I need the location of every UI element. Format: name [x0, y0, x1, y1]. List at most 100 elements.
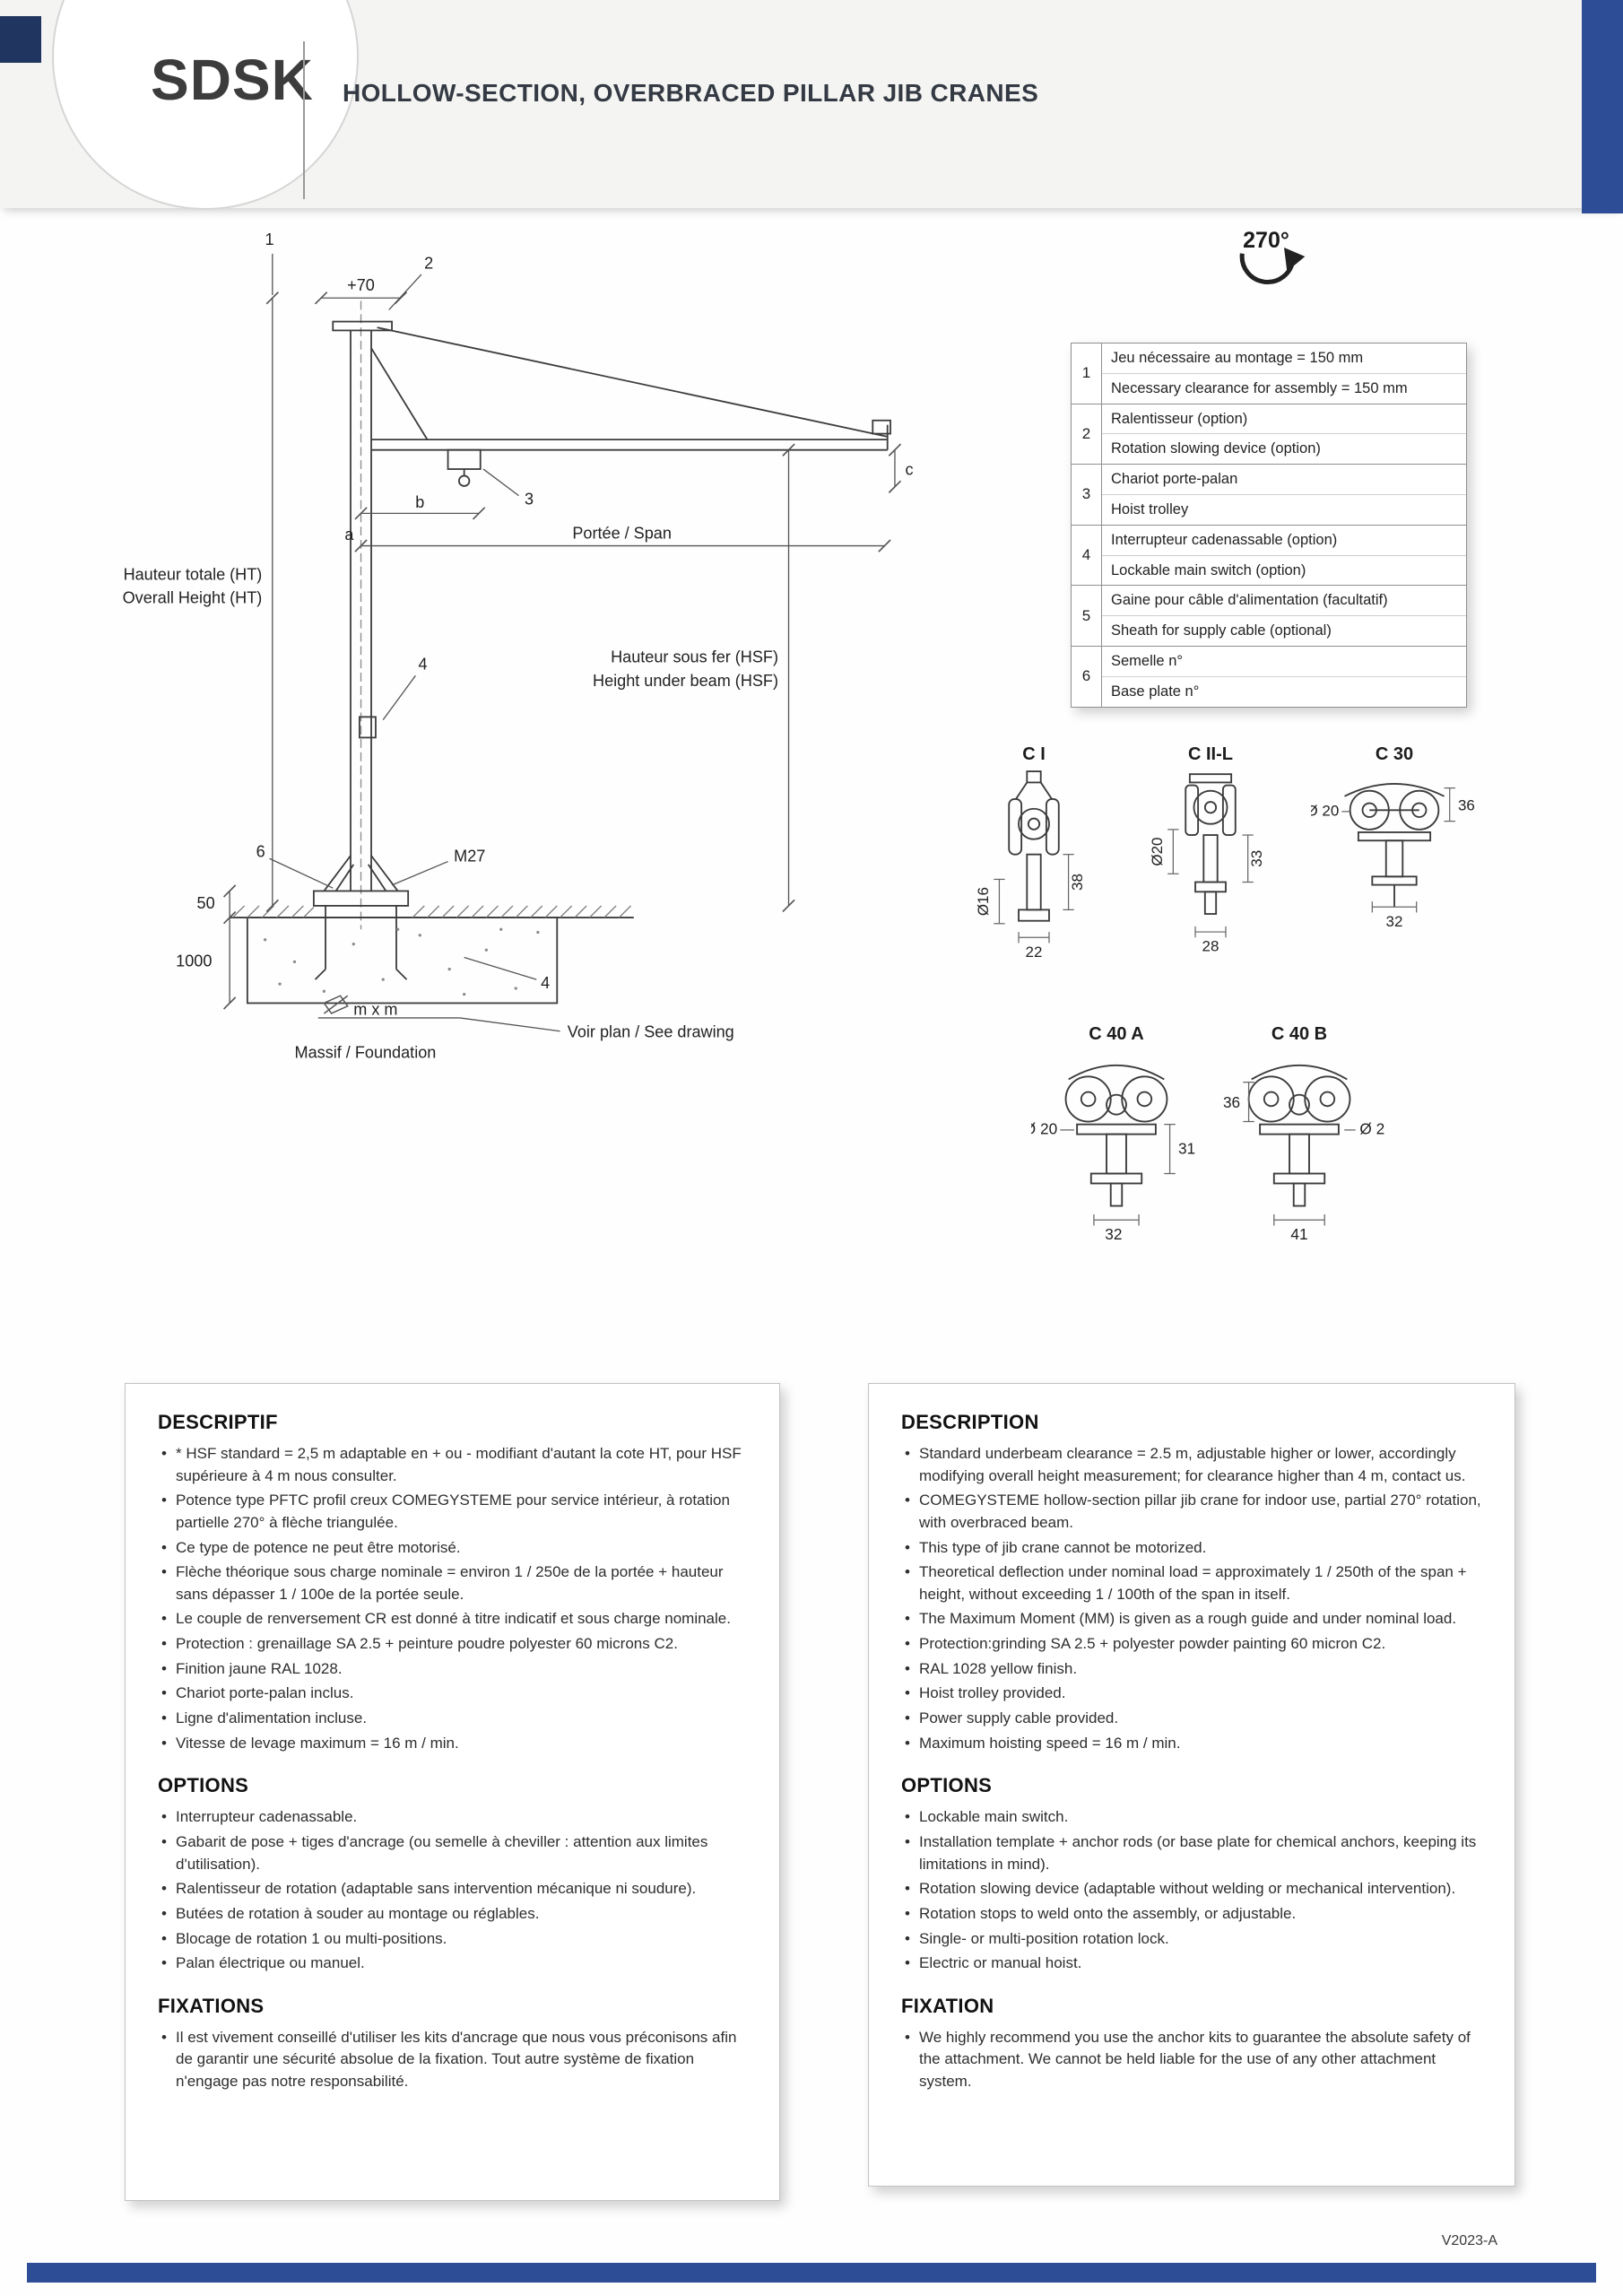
dim-c: c — [905, 461, 913, 479]
list-item: Gabarit de pose + tiges d'ancrage (ou se… — [158, 1831, 747, 1875]
callout-3: 3 — [525, 491, 534, 509]
list-item: Rotation stops to weld onto the assembly… — [901, 1903, 1482, 1926]
options-heading-fr: OPTIONS — [158, 1774, 249, 1797]
legend-text-fr: Ralentisseur (option) — [1102, 404, 1466, 435]
list-item: * HSF standard = 2,5 m adaptable en + ou… — [158, 1443, 747, 1487]
dim-label: 28 — [1202, 938, 1219, 955]
label-span: Portée / Span — [572, 524, 672, 542]
section-c40a-drawing: Ø 20 31 32 — [1031, 1064, 1195, 1243]
list-item: This type of jib crane cannot be motoriz… — [901, 1537, 1482, 1560]
description-list: Standard underbeam clearance = 2.5 m, ad… — [901, 1443, 1482, 1754]
section-title: C I — [1022, 744, 1046, 764]
list-item: Ce type de potence ne peut être motorisé… — [158, 1537, 747, 1560]
list-item: Butées de rotation à souder au montage o… — [158, 1903, 747, 1926]
fixations-heading-fr: FIXATIONS — [158, 1994, 265, 2017]
dim-label: 33 — [1248, 850, 1265, 867]
list-item: Single- or multi-position rotation lock. — [901, 1928, 1482, 1951]
brand-title: SDSK — [151, 48, 314, 112]
list-item: Le couple de renversement CR est donné à… — [158, 1608, 747, 1631]
crane-structure — [230, 320, 891, 1004]
legend-text-en: Rotation slowing device (option) — [1111, 440, 1321, 457]
descriptif-heading: DESCRIPTIF — [158, 1411, 278, 1433]
dim-a: a — [344, 526, 354, 544]
dim-label: 32 — [1386, 913, 1403, 930]
dim-label: Ø16 — [975, 887, 992, 916]
list-item: Potence type PFTC profil creux COMEGYSTE… — [158, 1490, 747, 1534]
label-m27: M27 — [454, 848, 485, 865]
legend-text-fr: Jeu nécessaire au montage = 150 mm — [1102, 344, 1466, 374]
legend-number: 1 — [1072, 344, 1102, 404]
descriptif-list: * HSF standard = 2,5 m adaptable en + ou… — [158, 1443, 747, 1754]
list-item: Finition jaune RAL 1028. — [158, 1658, 747, 1681]
legend-text-fr: Gaine pour câble d'alimentation (faculta… — [1102, 586, 1466, 617]
list-item: Theoretical deflection under nominal loa… — [901, 1561, 1482, 1605]
right-accent-bar — [1582, 0, 1623, 213]
legend-text-en: Hoist trolley — [1111, 500, 1189, 517]
options-list-en: Lockable main switch. Installation templ… — [901, 1806, 1482, 1974]
label-ht-fr: Hauteur totale (HT) — [124, 565, 263, 583]
legend-row: 2 Ralentisseur (option) Rotation slowing … — [1072, 404, 1466, 465]
legend-number: 2 — [1072, 404, 1102, 465]
label-see-drawing: Voir plan / See drawing — [568, 1022, 734, 1040]
section-cii-l: C II-L Ø20 33 28 — [1134, 744, 1287, 962]
label-foundation: Massif / Foundation — [295, 1043, 437, 1061]
legend-text-fr: Chariot porte-palan — [1102, 465, 1466, 495]
fixations-list-fr: Il est vivement conseillé d'utiliser les… — [158, 2027, 747, 2093]
list-item: Blocage de rotation 1 ou multi-positions… — [158, 1928, 747, 1951]
list-item: Electric or manual hoist. — [901, 1952, 1482, 1975]
section-ci-drawing: Ø16 38 22 — [975, 770, 1086, 961]
label-ht-en: Overall Height (HT) — [123, 589, 263, 607]
callout-6: 6 — [256, 843, 265, 861]
list-item: Lockable main switch. — [901, 1806, 1482, 1829]
dimension-ticks — [222, 291, 902, 1010]
list-item: Chariot porte-palan inclus. — [158, 1683, 747, 1705]
list-item: Vitesse de levage maximum = 16 m / min. — [158, 1733, 747, 1755]
legend-number: 5 — [1072, 586, 1102, 646]
bottom-accent-bar — [27, 2263, 1596, 2283]
dim-label: Ø 20 — [1311, 802, 1339, 819]
options-list-fr: Interrupteur cadenassable. Gabarit de po… — [158, 1806, 747, 1974]
rotation-270-icon: 270° — [1239, 228, 1306, 285]
list-item: Il est vivement conseillé d'utiliser les… — [158, 2027, 747, 2093]
label-hsf-en: Height under beam (HSF) — [593, 672, 778, 690]
list-item: Hoist trolley provided. — [901, 1683, 1482, 1705]
drawing-labels: 1 2 +70 3 4 6 M27 4 a b c Portée / Span … — [123, 230, 914, 1061]
legend-row: 6 Semelle n°Base plate n° — [1072, 646, 1466, 707]
section-cii-l-drawing: Ø20 33 28 — [1149, 773, 1265, 955]
section-ci: C I Ø16 38 22 — [958, 744, 1110, 962]
dim-label: Ø 25 — [1359, 1120, 1384, 1138]
dim-label: Ø20 — [1149, 838, 1166, 866]
list-item: Palan électrique ou manuel. — [158, 1952, 747, 1975]
section-title: C 30 — [1375, 744, 1414, 764]
rotation-label: 270° — [1243, 228, 1289, 253]
legend-text-en: Base plate n° — [1111, 683, 1200, 700]
page-title: HOLLOW-SECTION, OVERBRACED PILLAR JIB CR… — [343, 79, 1039, 107]
dim-plus70: +70 — [347, 276, 375, 294]
callout-4: 4 — [419, 656, 428, 674]
legend-number: 6 — [1072, 646, 1102, 707]
label-mxm: m x m — [353, 1001, 397, 1019]
dim-label: 38 — [1069, 874, 1086, 891]
list-item: Maximum hoisting speed = 16 m / min. — [901, 1733, 1482, 1755]
list-item: Rotation slowing device (adaptable witho… — [901, 1878, 1482, 1900]
corner-accent-square — [0, 16, 41, 63]
dim-label: 36 — [1458, 796, 1475, 813]
dim-label: 31 — [1178, 1140, 1195, 1158]
section-c30-drawing: Ø 20 36 32 — [1311, 783, 1475, 930]
dim-label: 41 — [1290, 1225, 1307, 1243]
section-title: C 40 B — [1271, 1024, 1328, 1044]
fixation-list-en: We highly recommend you use the anchor k… — [901, 2027, 1482, 2093]
legend-row: 4 Interrupteur cadenassable (option)Lock… — [1072, 525, 1466, 587]
fixation-heading-en: FIXATION — [901, 1994, 994, 2017]
list-item: Ralentisseur de rotation (adaptable sans… — [158, 1878, 747, 1900]
list-item: We highly recommend you use the anchor k… — [901, 2027, 1482, 2093]
dim-label: 32 — [1105, 1225, 1122, 1243]
list-item: RAL 1028 yellow finish. — [901, 1658, 1482, 1681]
section-c40a: C 40 A Ø 20 31 32 — [1031, 1024, 1202, 1257]
list-item: Installation template + anchor rods (or … — [901, 1831, 1482, 1875]
list-item: The Maximum Moment (MM) is given as a ro… — [901, 1608, 1482, 1631]
legend-row: 5 Gaine pour câble d'alimentation (facul… — [1072, 586, 1466, 647]
